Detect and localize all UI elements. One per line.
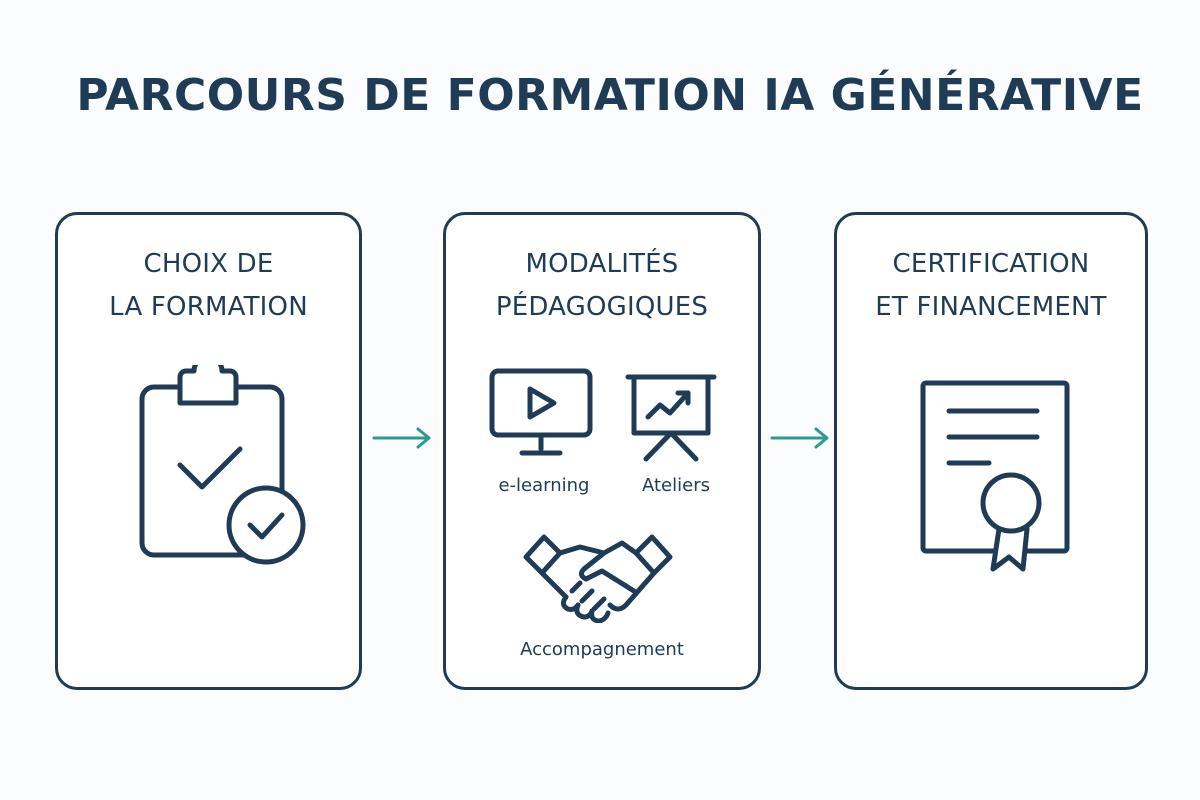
step-title: CHOIX DE LA FORMATION (58, 243, 359, 329)
mode-label-elearning: e-learning (498, 475, 590, 496)
step-title: CERTIFICATION ET FINANCEMENT (837, 243, 1145, 329)
step-card-choix-formation: CHOIX DE LA FORMATION (55, 212, 362, 690)
mode-label-ateliers: Ateliers (642, 475, 710, 496)
monitor-play-icon (489, 368, 593, 456)
mode-label-accompagnement: Accompagnement (520, 639, 684, 660)
handshake-icon (523, 534, 673, 623)
clipboard-check-icon (139, 365, 306, 565)
diagram-title: PARCOURS DE FORMATION IA GÉNÉRATIVE (76, 70, 1144, 121)
step-title-line: ET FINANCEMENT (875, 292, 1107, 322)
step-card-modalites: MODALITÉS PÉDAGOGIQUES e-learning Atelie… (443, 212, 761, 690)
step-card-certification: CERTIFICATION ET FINANCEMENT (834, 212, 1148, 690)
step-title-line: CHOIX DE (143, 249, 274, 279)
arrow-right-icon (372, 427, 431, 449)
step-title: MODALITÉS PÉDAGOGIQUES (446, 243, 758, 329)
presentation-board-icon (625, 374, 717, 462)
step-title-line: MODALITÉS (525, 249, 679, 279)
arrow-right-icon (770, 427, 829, 449)
certificate-icon (920, 380, 1070, 572)
step-title-line: CERTIFICATION (892, 249, 1090, 279)
step-title-line: LA FORMATION (109, 292, 308, 322)
step-title-line: PÉDAGOGIQUES (495, 292, 709, 322)
